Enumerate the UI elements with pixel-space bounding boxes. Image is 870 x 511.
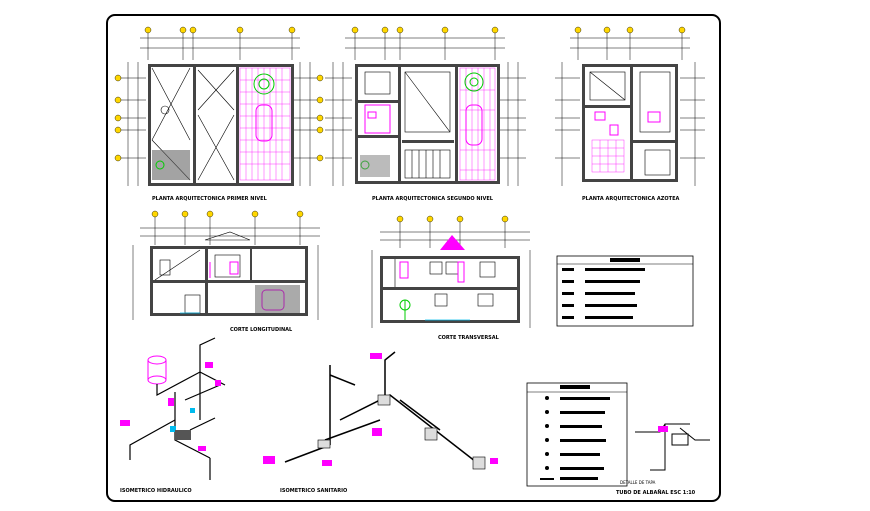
plan-roof-title: PLANTA ARQUITECTONICA AZOTEA (582, 196, 679, 202)
plan-second-floor-title: PLANTA ARQUITECTONICA SEGUNDO NIVEL (372, 196, 494, 202)
legend-box-upper (556, 255, 694, 327)
detail-cover: DETALLE DE TAPA TUBO DE ALBAÑAL ESC 1:10 (616, 423, 710, 496)
section-longitudinal-title: CORTE LONGITUDINAL (230, 327, 293, 333)
isometric-hydraulic: ISOMETRICO HIDRAULICO (120, 337, 226, 494)
isometric-sanitary-title: ISOMETRICO SANITARIO (280, 488, 347, 494)
legend-box-lower (526, 382, 628, 487)
plan-roof: PLANTA ARQUITECTONICA AZOTEA (555, 26, 705, 202)
plan-second-floor: PLANTA ARQUITECTONICA SEGUNDO NIVEL (325, 26, 526, 202)
section-transverse-title: CORTE TRANSVERSAL (438, 335, 500, 341)
isometric-sanitary: ISOMETRICO SANITARIO (263, 351, 498, 494)
section-transverse: CORTE TRANSVERSAL (371, 215, 531, 341)
detail-title: DETALLE DE TAPA (620, 480, 656, 485)
isometric-hydraulic-title: ISOMETRICO HIDRAULICO (120, 488, 192, 494)
plan-ground-floor-title: PLANTA ARQUITECTONICA PRIMER NIVEL (152, 196, 268, 202)
detail-subtitle: TUBO DE ALBAÑAL ESC 1:10 (616, 489, 696, 496)
section-longitudinal: CORTE LONGITUDINAL (132, 210, 320, 333)
plan-ground-floor: PLANTA ARQUITECTONICA PRIMER NIVEL (114, 26, 324, 202)
